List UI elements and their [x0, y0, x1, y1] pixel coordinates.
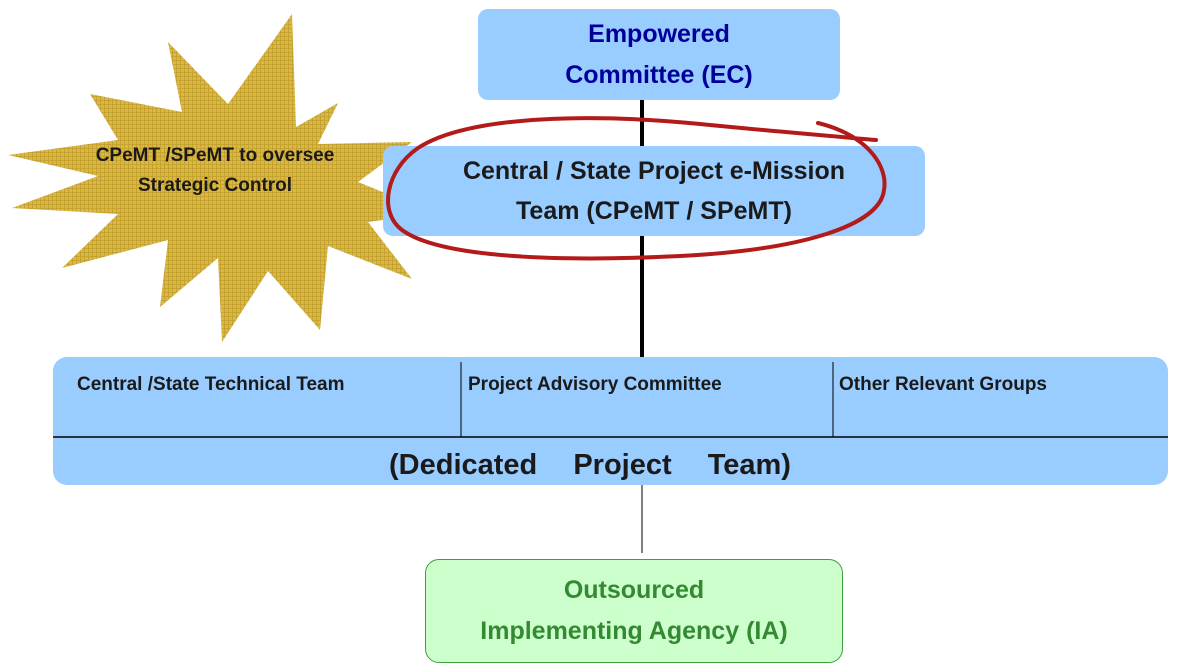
implementing-agency-line2: Implementing Agency (IA) [480, 617, 788, 645]
empowered-committee-box: Empowered Committee (EC) [478, 9, 840, 100]
starburst-callout-line2: Strategic Control [137, 175, 293, 196]
group-other-relevant: Other Relevant Groups [839, 374, 1047, 395]
group-technical-team: Central /State Technical Team [77, 374, 345, 395]
starburst-callout: CPeMT /SPeMT to oversee Strategic Contro… [40, 141, 390, 201]
empowered-committee-line1: Empowered [588, 19, 730, 48]
starburst-callout-line1: CPeMT /SPeMT to oversee [95, 145, 335, 166]
dedicated-project-team-band: Central /State Technical Team Project Ad… [53, 357, 1168, 485]
mission-team-line2: Team (CPeMT / SPeMT) [516, 197, 792, 225]
empowered-committee-line2: Committee (EC) [565, 60, 753, 89]
group-project-advisory-committee: Project Advisory Committee [468, 374, 722, 395]
mission-team-line1: Central / State Project e-Mission [462, 157, 846, 185]
dedicated-project-team-caption: (Dedicated Project Team) [389, 449, 791, 481]
mission-team-box: Central / State Project e-Mission Team (… [383, 146, 925, 236]
implementing-agency-box: Outsourced Implementing Agency (IA) [425, 559, 843, 663]
implementing-agency-line1: Outsourced [563, 576, 705, 604]
